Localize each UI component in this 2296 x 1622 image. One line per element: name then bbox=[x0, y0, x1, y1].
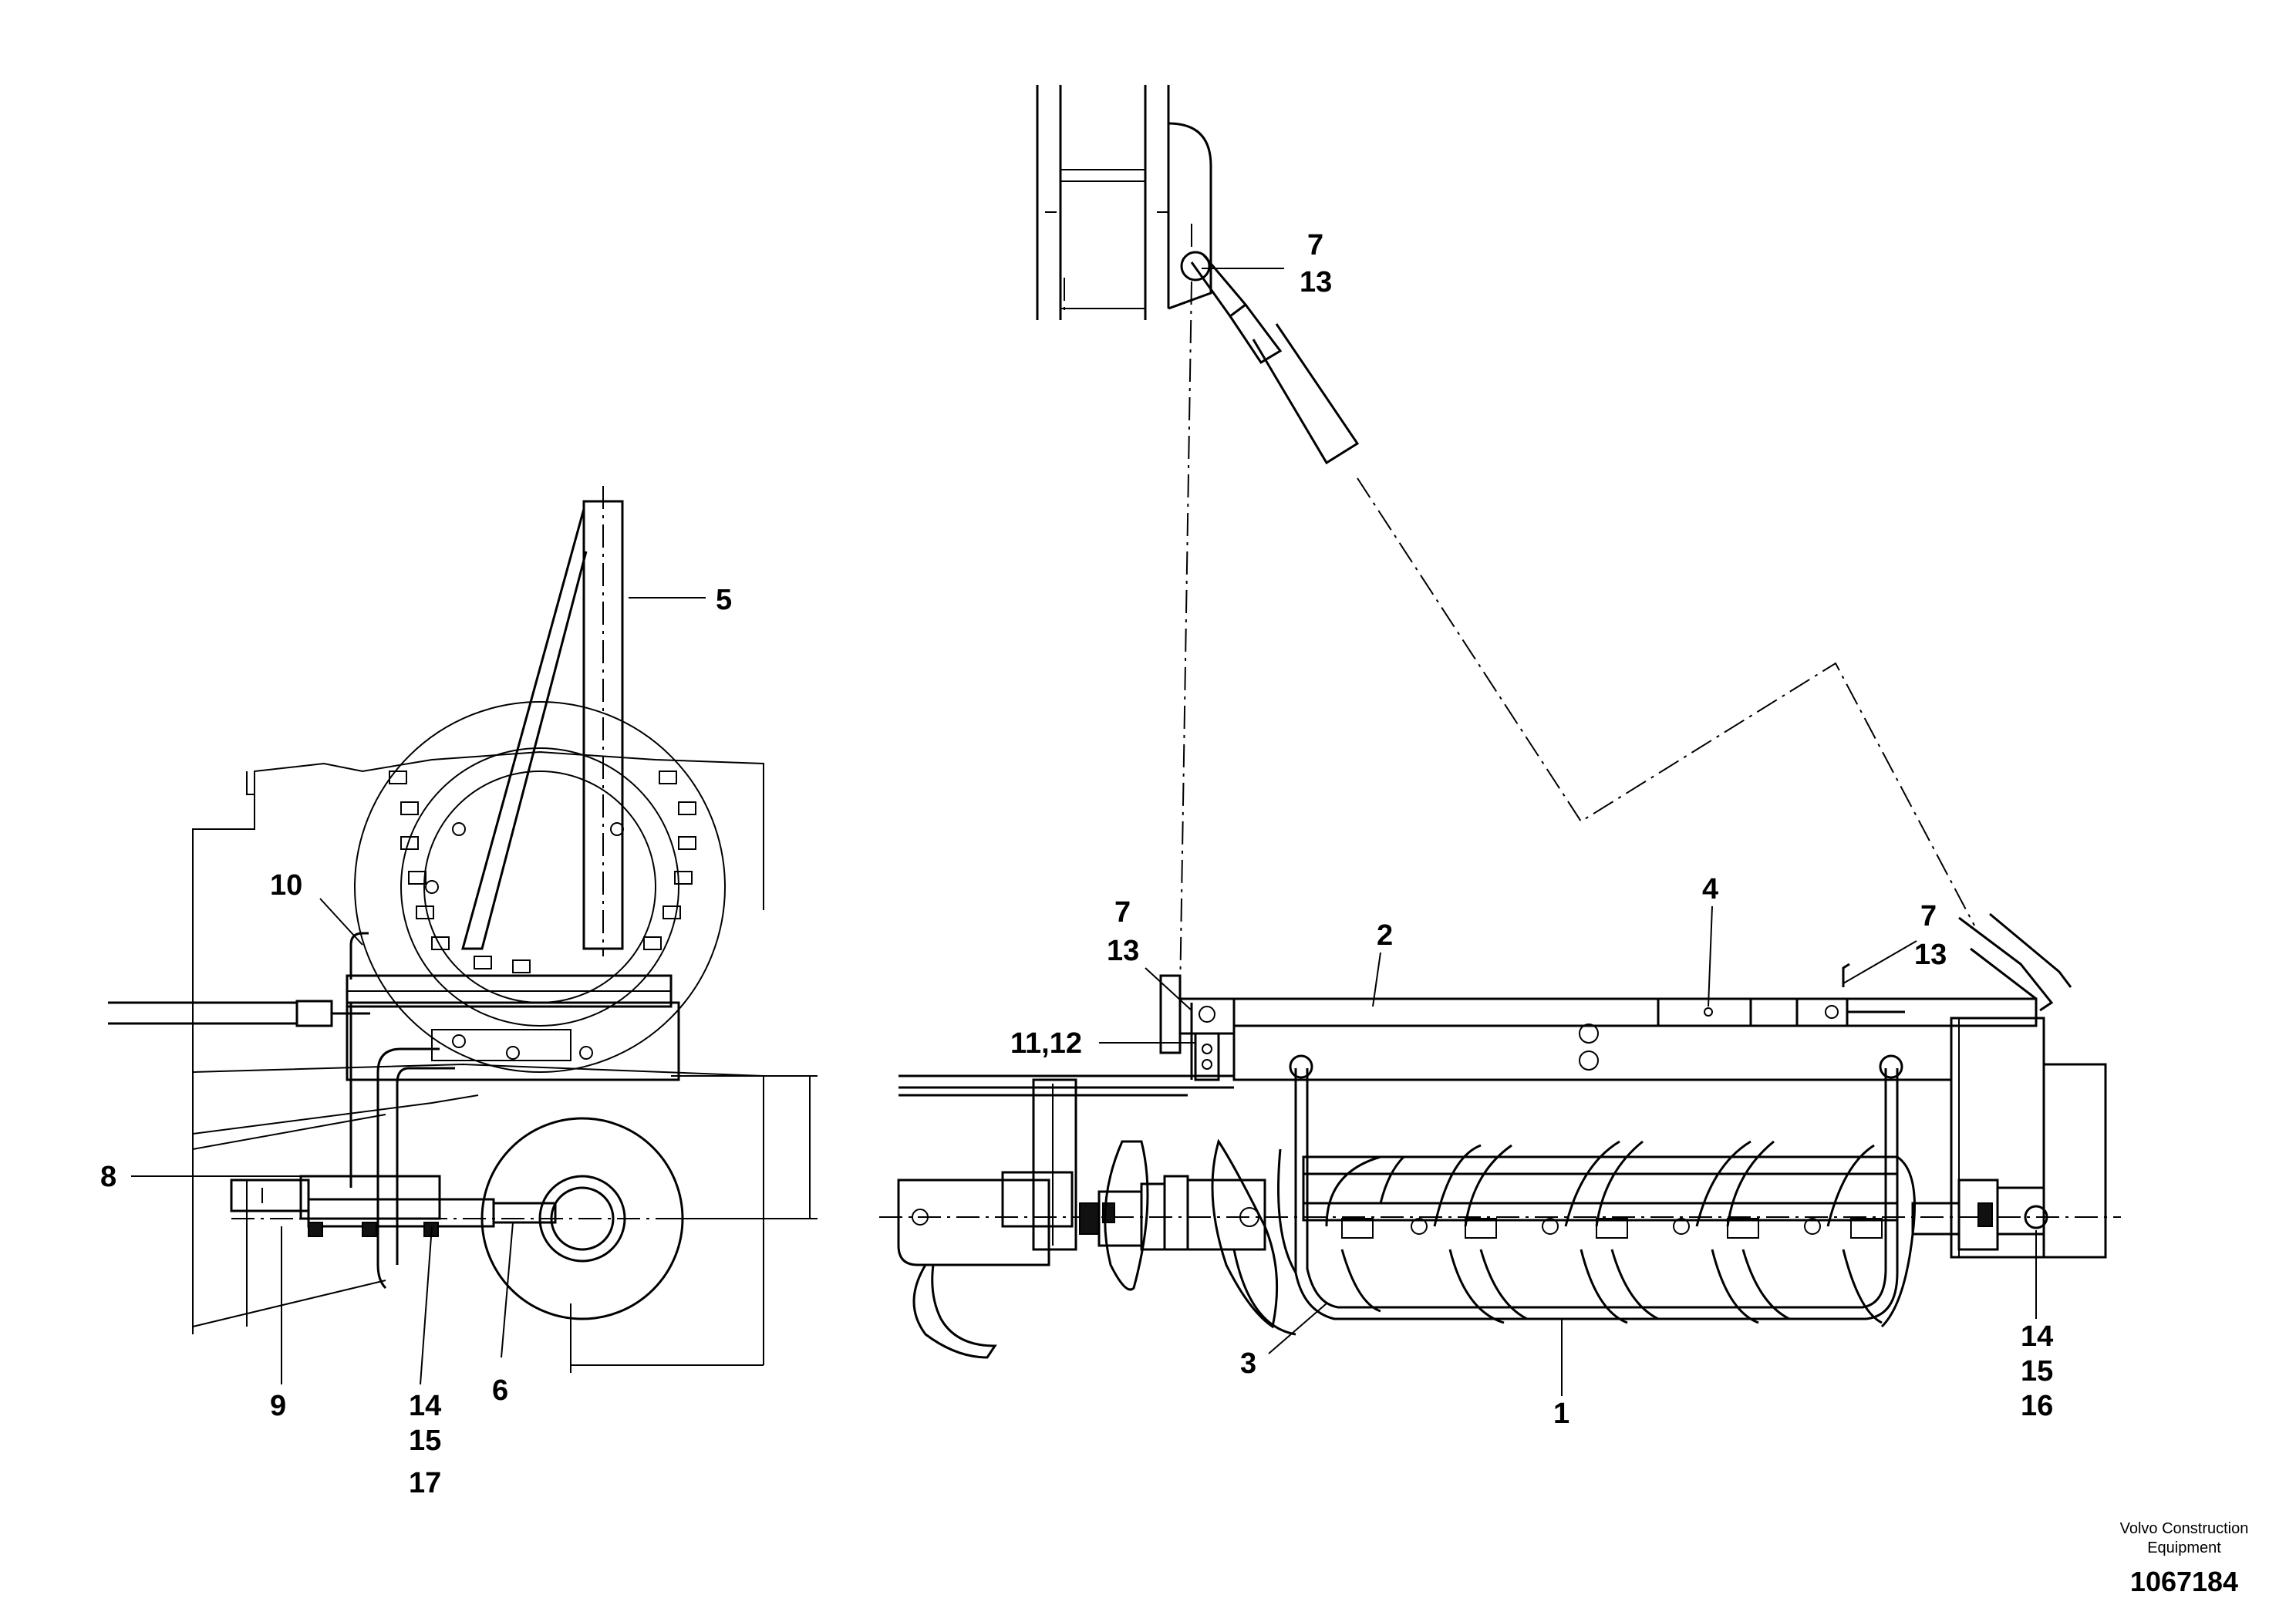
callout-3: 3 bbox=[1240, 1347, 1256, 1380]
right-front-view bbox=[879, 85, 2121, 1396]
callout-labels: 7 13 5 10 8 9 14 15 17 6 7 13 2 4 7 13 1… bbox=[100, 229, 2053, 1499]
callout-2: 2 bbox=[1377, 919, 1393, 952]
callout-15-left: 15 bbox=[409, 1425, 441, 1457]
callout-16: 16 bbox=[2021, 1390, 2053, 1422]
callout-1: 1 bbox=[1553, 1398, 1569, 1430]
footer: Volvo Construction Equipment 1067184 bbox=[2120, 1520, 2249, 1597]
callout-11-12: 11,12 bbox=[1010, 1027, 1082, 1060]
callout-8: 8 bbox=[100, 1161, 116, 1193]
callout-7-mid: 7 bbox=[1114, 896, 1131, 929]
callout-14-right: 14 bbox=[2021, 1320, 2053, 1353]
callout-6: 6 bbox=[492, 1374, 508, 1407]
callout-9: 9 bbox=[270, 1390, 286, 1422]
callout-17: 17 bbox=[409, 1467, 441, 1499]
callout-13-top: 13 bbox=[1300, 266, 1332, 298]
brand-line-1: Volvo Construction bbox=[2120, 1520, 2249, 1537]
callout-7-top: 7 bbox=[1307, 229, 1323, 261]
brand-line-2: Equipment bbox=[2147, 1539, 2221, 1556]
callout-13-mid: 13 bbox=[1107, 935, 1139, 967]
callout-7-right: 7 bbox=[1920, 900, 1937, 932]
callout-5: 5 bbox=[716, 584, 732, 616]
callout-14-left: 14 bbox=[409, 1390, 441, 1422]
callout-15-right: 15 bbox=[2021, 1355, 2053, 1388]
callout-10: 10 bbox=[270, 869, 302, 902]
callout-13-right: 13 bbox=[1914, 939, 1947, 971]
gear-teeth bbox=[389, 771, 696, 973]
drawing-number: 1067184 bbox=[2130, 1566, 2238, 1597]
left-side-view bbox=[108, 486, 818, 1385]
callout-4: 4 bbox=[1702, 873, 1718, 905]
